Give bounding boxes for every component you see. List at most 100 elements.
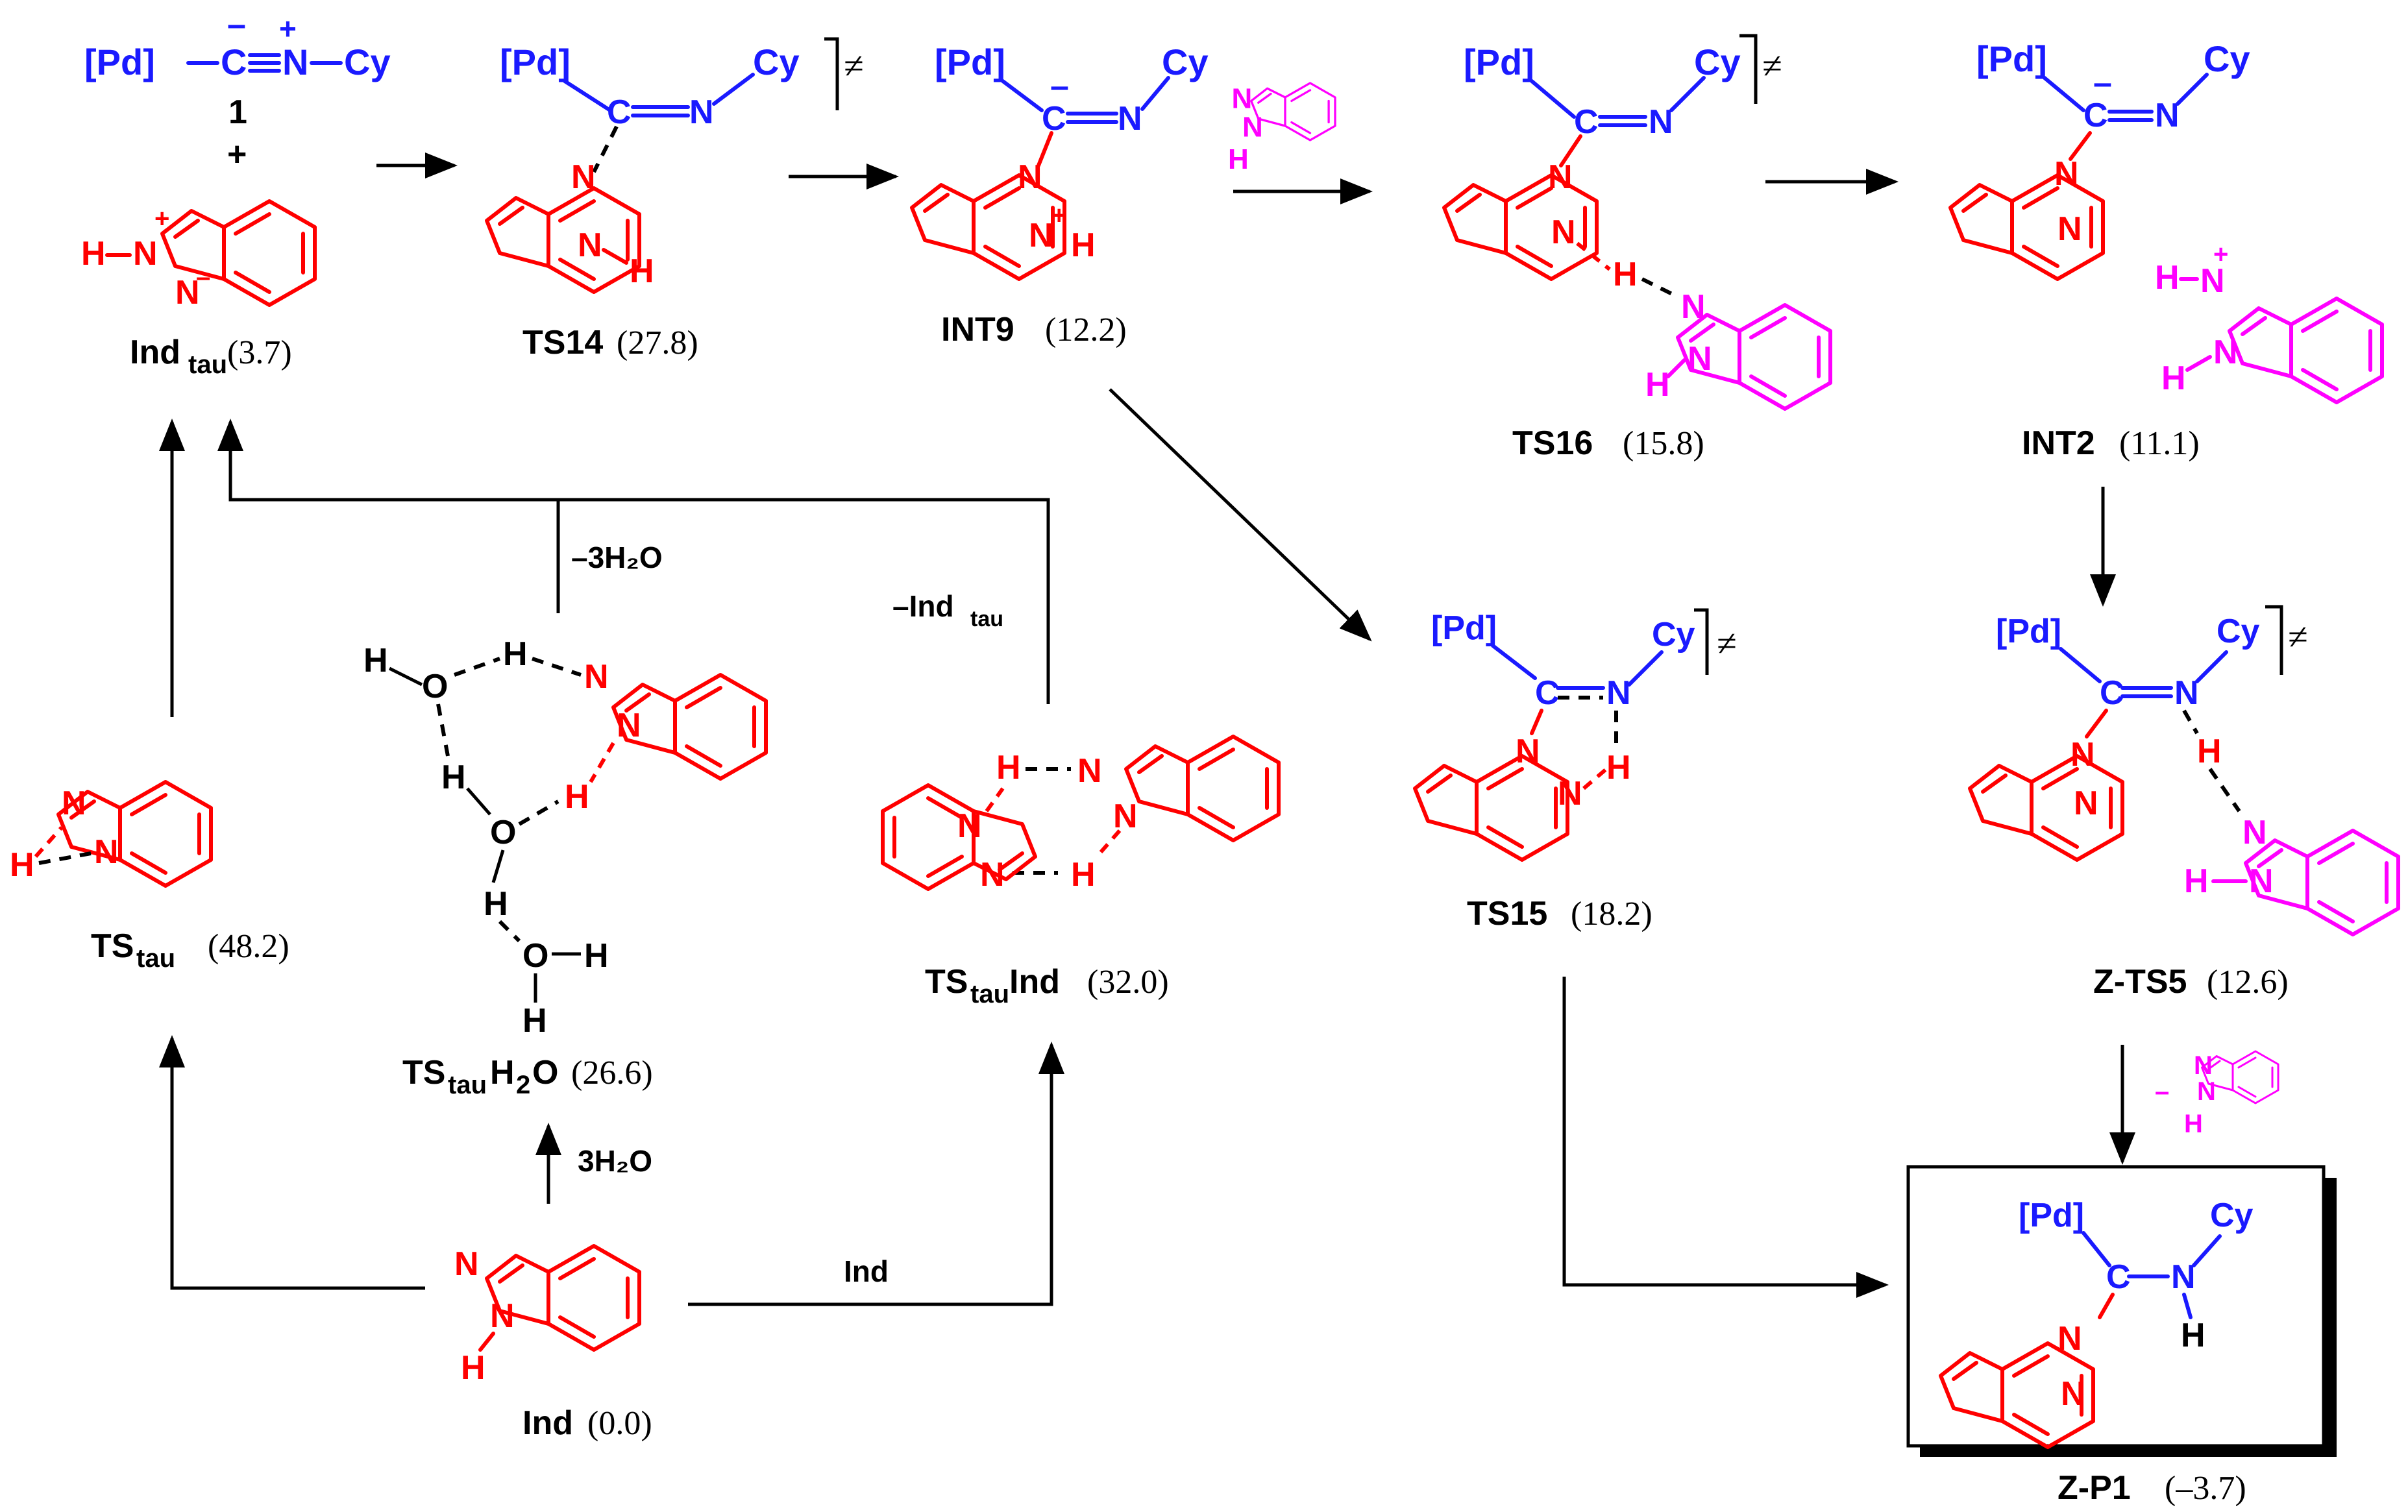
carbon-label: C [221,42,247,82]
species-name: Z-P1 [2058,1469,2131,1507]
energy-value: (12.2) [1045,311,1127,348]
atom-h: H [2181,1317,2205,1354]
z-p1-structure: [Pd] C N Cy H N N [1941,1197,2254,1447]
ind-tau-label: Ind tau (3.7) [130,334,292,379]
atom-n: N [1516,733,1540,770]
ind-label: Ind (0.0) [522,1404,652,1442]
reagent-1: [Pd] C – N + Cy 1 + [84,6,391,173]
atom-n: N [1077,752,1102,790]
atom-h: H [565,778,589,816]
atom-n: N [94,833,119,871]
nitrogen-label: N [1649,103,1673,141]
atom-n: N [454,1245,479,1283]
species-subscript: tau [448,1071,487,1099]
species-name: TS [402,1054,445,1091]
species-name: TS [925,963,968,1001]
species-suffix-2: O [532,1054,558,1091]
label-3h2o: 3H₂O [578,1144,652,1178]
charge-minus: – [2155,1077,2169,1106]
arrows [159,152,2135,1306]
ind-structure: N N H [454,1245,639,1387]
atom-h: H [1228,143,1249,175]
species-name: INT9 [941,311,1014,348]
label-minus-3h2o: –3H₂O [571,541,663,574]
ts-tau-structure: N N H [10,782,211,886]
cy-label: Cy [1652,616,1695,653]
ts-mark: ≠ [1717,624,1737,664]
atom-h: H [1613,256,1638,293]
atom-n: N [578,226,602,264]
cy-label: Cy [1162,42,1209,82]
atom-n: N [2213,334,2238,371]
species-suffix: Ind [1009,963,1060,1001]
charge-minus: – [1050,67,1069,105]
atom-h: H [441,759,466,796]
charge-plus: + [279,12,297,45]
atom-n: N [2058,210,2082,248]
energy-value: (12.6) [2207,964,2289,1001]
carbon-label: C [607,93,632,131]
pd-label: [Pd] [2019,1197,2084,1234]
arrow-ind-to-ts-tau [159,1035,425,1290]
atom-n: N [2070,736,2095,774]
atom-n: N [571,158,596,196]
carbon-label: C [1042,100,1066,138]
nitrogen-label: N [1118,100,1142,138]
species-suffix: H [490,1054,515,1091]
energy-value: (0.0) [587,1405,652,1442]
atom-n: N [1548,158,1573,196]
atom-n: N [1551,213,1576,251]
atom-h: H [1606,749,1631,786]
ts-tau-label: TS tau (48.2) [91,927,289,973]
ts-tau-h2o-structure: H O H H O H H O H H N N [363,635,766,1040]
atom-n: N [1688,340,1712,378]
species-name: INT2 [2022,424,2095,462]
ts-mark: ≠ [844,46,864,86]
atom-o: O [522,937,548,975]
atom-h: H [1645,366,1670,404]
ts-tau-ind-structure: H N N H N N [883,737,1279,894]
nitrogen-label: N [2155,97,2180,134]
energy-value: (11.1) [2119,425,2200,462]
carbon-label: C [1535,674,1560,712]
atom-n: N [175,274,200,311]
arrow-ts15-to-z-p1 [1562,977,1889,1298]
atom-n: N [62,785,86,822]
species-name: Z-TS5 [2093,963,2187,1001]
atom-n: N [2058,1320,2082,1358]
z-ts5-structure: [Pd] C N Cy ≠ N N H N N H [1970,605,2398,934]
species-name: Ind [130,334,180,371]
int2-label: INT2 (11.1) [2022,424,2200,462]
species-name: TS16 [1512,424,1593,462]
int9-structure: [Pd] C – N Cy N N + H [912,42,1209,279]
atom-h: H [363,642,388,679]
species-subscript: tau [188,350,227,379]
atom-n: N [133,235,158,273]
ts-tau-ind-label: TS tau Ind (32.0) [925,963,1169,1008]
energy-value: (–3.7) [2165,1470,2246,1507]
atom-h: H [2197,733,2222,770]
atom-n: N [957,807,982,845]
species-name: TS15 [1467,895,1547,933]
atom-h: H [996,749,1021,786]
atom-n: N [617,707,641,744]
atom-n: N [2249,862,2274,900]
species-subscript: tau [136,944,175,973]
atom-h: H [2184,1110,2203,1138]
atom-h: H [484,885,508,923]
carbon-label: C [2100,674,2124,712]
charge-plus: + [2213,240,2228,269]
atom-h: H [1071,226,1096,264]
arrow-ts-tau-ind-to-ind-tau [217,419,1050,704]
atom-h: H [461,1349,485,1387]
cy-label: Cy [753,42,800,82]
nitrogen-label: N [2174,674,2199,712]
reagent-number: 1 [228,93,247,131]
atom-n: N [1242,112,1263,143]
cy-label: Cy [2210,1197,2254,1234]
ind-tau-structure: H N + N – [81,201,315,311]
nitrogen-label: N [689,93,714,131]
atom-o: O [490,814,516,851]
atom-n: N [490,1297,515,1335]
arrow-int9-to-ts15 [1109,388,1372,642]
